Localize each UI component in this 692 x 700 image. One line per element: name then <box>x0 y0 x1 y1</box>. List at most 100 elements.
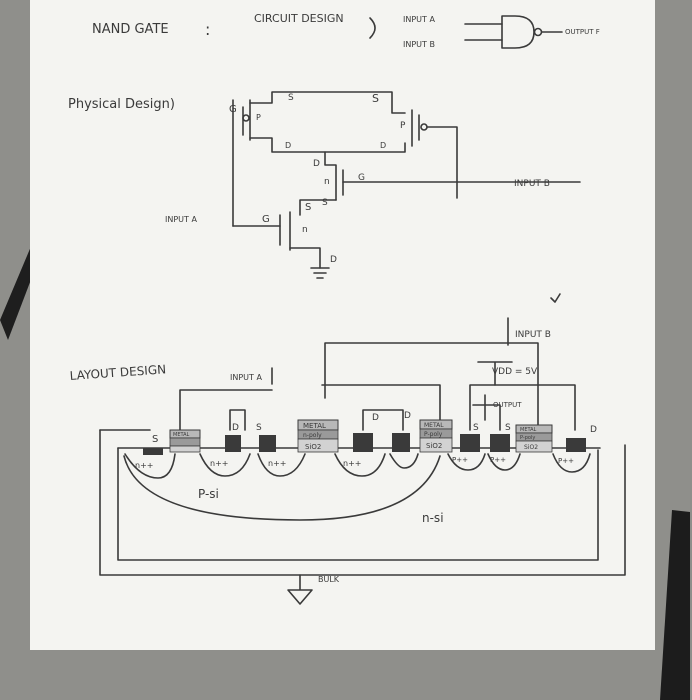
nmos-a-source-top-label: S <box>322 198 328 208</box>
p-plus-label-2: P++ <box>490 456 506 464</box>
nmos-b-source-label: S <box>305 202 311 213</box>
p-si-label: P-si <box>198 487 219 501</box>
sio2-label-2: SiO2 <box>426 442 442 450</box>
pmos-b-gate-stack <box>515 424 553 453</box>
nmos-b-drain-label: D <box>313 159 320 169</box>
nmos-b-type-label: n <box>324 177 330 187</box>
metal-label-4: METAL <box>520 427 537 433</box>
check-mark <box>550 293 561 303</box>
n-plus-label-2: n++ <box>210 459 228 468</box>
layout-d-label-1: D <box>232 423 239 433</box>
output-node-wire <box>249 137 406 153</box>
contact-8 <box>566 438 586 452</box>
p-plus-label-3: P++ <box>558 457 574 465</box>
bulk-outline <box>99 429 626 576</box>
nand-output-label: OUTPUT F <box>565 28 600 36</box>
nand-input-b-label: INPUT B <box>403 40 435 49</box>
nmos-a-gate-stack <box>169 429 201 453</box>
contact-7 <box>490 434 510 452</box>
n-plus-label-3: n++ <box>268 459 286 468</box>
pmos-a-drain-label: D <box>285 141 291 150</box>
pwell-outline <box>123 455 441 521</box>
circuit-design-paren <box>369 17 376 39</box>
metal-label-2: METAL <box>303 422 326 430</box>
layout-s-label-3: S <box>473 423 479 433</box>
p-plus-well-2 <box>447 453 486 471</box>
contact-4 <box>353 433 373 452</box>
header-colon: : <box>205 20 210 39</box>
p-poly-label-2: P-poly <box>520 435 535 441</box>
input-a-bus <box>321 384 441 431</box>
physical-input-b-label: INPUT B <box>514 179 550 189</box>
pmos-b-source-label: S <box>372 92 379 105</box>
nwell-outline <box>117 447 599 561</box>
vdd-bus <box>469 384 576 431</box>
layout-input-a-label: INPUT A <box>230 373 262 382</box>
source-d-link <box>229 409 246 431</box>
pmos-a-source-label: S <box>288 93 294 103</box>
vdd-top-wire <box>249 91 406 114</box>
pmos-a-bubble <box>242 114 250 122</box>
output-bus <box>472 404 501 431</box>
layout-output-label: OUTPUT <box>493 401 522 409</box>
layout-s-label-2: S <box>256 423 262 433</box>
bulk-label: BULK <box>318 575 340 584</box>
physical-design-title: Physical Design) <box>68 97 175 112</box>
vdd-label: VDD = 5V <box>492 367 538 377</box>
contact-5 <box>392 433 410 452</box>
paper-sheet <box>30 0 655 650</box>
physical-input-a-label: INPUT A <box>165 215 197 224</box>
ground-icon <box>310 267 330 279</box>
contact-6 <box>460 434 480 452</box>
pen-right <box>660 510 690 700</box>
nmos-b-gate-stack <box>297 419 339 453</box>
circuit-design-label: CIRCUIT DESIGN <box>254 12 344 25</box>
pmos-a-type-label: P <box>256 113 261 122</box>
contact-3 <box>259 435 276 452</box>
pmos-b-gate-wire <box>426 126 458 199</box>
sio2-label-1: SiO2 <box>305 443 321 451</box>
drain-link <box>362 409 404 431</box>
nmos-b-drain-wire <box>324 151 337 201</box>
input-b-bus <box>324 342 539 431</box>
layout-s-label-4: S <box>505 423 511 433</box>
layout-design-title: LAYOUT DESIGN <box>69 362 166 383</box>
nand-input-a-label: INPUT A <box>403 15 435 24</box>
p-plus-well-3 <box>487 453 521 471</box>
pmos-b-type-label: P <box>400 121 406 131</box>
nmos-b-gate-label: G <box>358 173 365 183</box>
contact-1 <box>143 448 163 455</box>
layout-d-label-4: D <box>590 425 597 435</box>
layout-d-label-3: D <box>404 411 411 421</box>
nmos-a-gate-label: G <box>262 214 270 225</box>
contact-2 <box>225 435 241 452</box>
layout-input-b-label: INPUT B <box>515 330 551 340</box>
metal-label-3: METAL <box>424 422 444 429</box>
pmos-b-drain-label: D <box>380 141 386 150</box>
metal-label-1: METAL <box>173 432 190 438</box>
bulk-ground-icon <box>287 574 313 605</box>
n-plus-label-1: n++ <box>135 461 153 470</box>
n-plus-well-2 <box>199 453 251 477</box>
n-si-label: n-si <box>422 511 444 525</box>
vdd-wire <box>477 361 513 386</box>
nand-input-wires <box>464 23 503 41</box>
layout-s-label-1: S <box>152 434 158 445</box>
n-plus-well-4 <box>334 453 386 477</box>
p-plus-label-1: P++ <box>452 456 468 464</box>
pmos-a-gate-stack <box>419 419 453 453</box>
nmos-a-drain-label: D <box>330 255 337 265</box>
n-plus-label-4: n++ <box>343 459 361 468</box>
nand-gate-label: NAND GATE <box>92 22 169 37</box>
p-poly-label-1: P-poly <box>424 431 443 438</box>
n-poly-label: n-poly <box>303 432 322 439</box>
n-plus-well-1 <box>124 453 176 479</box>
nmos-a-type-label: n <box>302 225 308 235</box>
p-plus-well-4 <box>552 453 591 473</box>
gate-a-bus <box>179 389 273 431</box>
n-plus-well-3 <box>257 453 306 477</box>
sio2-label-3: SiO2 <box>524 444 538 451</box>
p-plus-well-1 <box>389 453 419 469</box>
ground-wire <box>289 247 321 269</box>
